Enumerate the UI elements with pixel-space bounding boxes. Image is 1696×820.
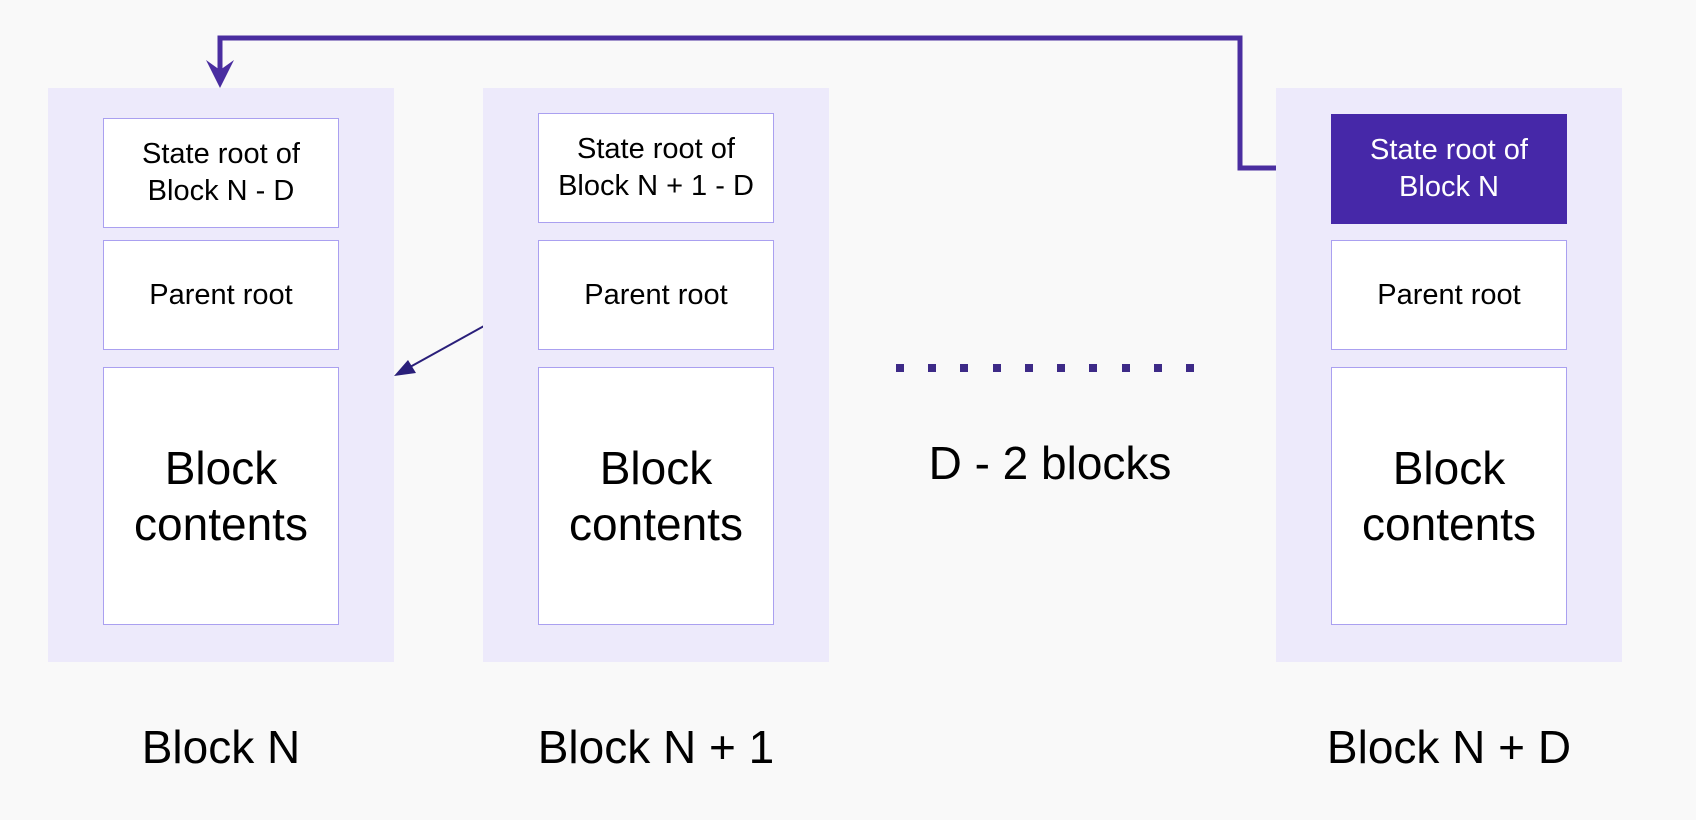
state-root-reference-arrowhead-bottom [206, 60, 234, 88]
state-root-cell: State root of Block N - D [103, 118, 339, 228]
parent-root-cell: Parent root [103, 240, 339, 350]
block-n-plus-1: State root of Block N + 1 - D Parent roo… [483, 88, 829, 662]
ellipsis-dots [896, 364, 1194, 372]
dot [992, 364, 1001, 372]
state-root-reference-arrow [217, 35, 1302, 171]
dot [1089, 364, 1098, 372]
parent-root-cell: Parent root [538, 240, 774, 350]
dot [960, 364, 969, 372]
dot [1024, 364, 1033, 372]
gap-label: D - 2 blocks [928, 437, 1172, 489]
state-root-cell-highlighted: State root of Block N [1331, 114, 1567, 224]
dot [928, 364, 937, 372]
block-contents-cell: Block contents [103, 367, 339, 625]
block-contents-cell: Block contents [538, 367, 774, 625]
dot [1185, 364, 1194, 372]
block-caption: Block N [141, 721, 301, 773]
dot [1057, 364, 1066, 372]
block-n: State root of Block N - D Parent root Bl… [48, 88, 394, 662]
block-caption: Block N + 1 [537, 721, 775, 773]
block-contents-cell: Block contents [1331, 367, 1567, 625]
parent-root-arrowhead [394, 360, 416, 376]
parent-root-cell: Parent root [1331, 240, 1567, 350]
block-caption: Block N + D [1326, 721, 1572, 773]
dot [1153, 364, 1162, 372]
block-n-plus-d: State root of Block N Parent root Block … [1276, 88, 1622, 662]
state-root-cell: State root of Block N + 1 - D [538, 113, 774, 223]
dot [1121, 364, 1130, 372]
dot [896, 364, 904, 372]
